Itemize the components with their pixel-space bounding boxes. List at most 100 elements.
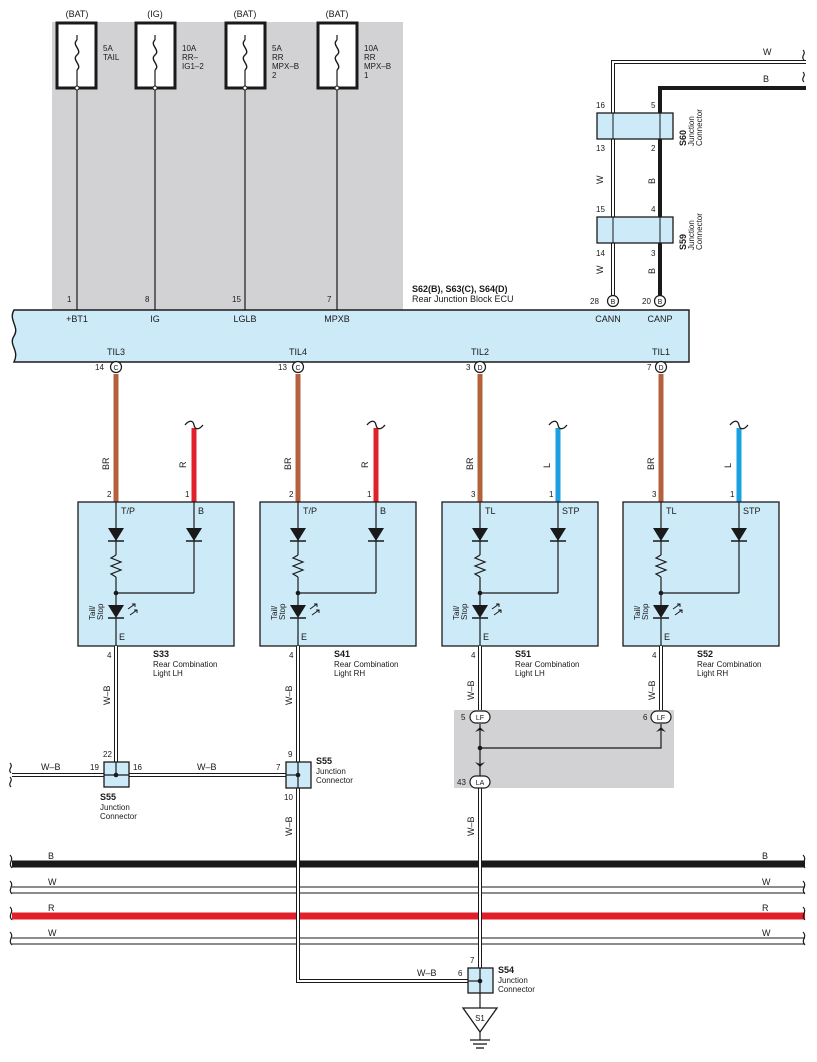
pin-number: 10 bbox=[284, 793, 293, 802]
component-code: S52 bbox=[697, 649, 713, 659]
terminal-label: B bbox=[198, 506, 204, 516]
rear-combination-light-s51: BR L 3 1 TL STP Tail/ Stop E 4 S51 Rear … bbox=[441, 420, 599, 678]
fuse-name-line: MPX–B bbox=[272, 62, 299, 71]
pin-number: 43 bbox=[457, 778, 466, 787]
pin-number: 5 bbox=[461, 713, 466, 722]
connector-label: Junction bbox=[687, 220, 696, 250]
rear-junction-block-ecu: S62(B), S63(C), S64(D) Rear Junction Blo… bbox=[11, 284, 690, 363]
wire-color-label: B bbox=[763, 74, 769, 84]
fuse-rating: 10A bbox=[182, 44, 197, 53]
led-icon bbox=[472, 605, 488, 618]
terminal-label: CANN bbox=[595, 314, 621, 324]
fuse-icon bbox=[74, 39, 80, 71]
connector-code: S60 bbox=[678, 130, 688, 146]
junction-connector-s60 bbox=[596, 112, 674, 140]
wire-break-icon bbox=[366, 420, 386, 430]
pin-number: 2 bbox=[651, 144, 656, 153]
pin-number: 4 bbox=[289, 651, 294, 660]
pin-number: 1 bbox=[185, 490, 190, 499]
connector-label: Connector bbox=[695, 213, 704, 250]
connector-code: S55 bbox=[100, 792, 116, 802]
wire-color-label: BR bbox=[465, 457, 475, 470]
terminal-label: LGLB bbox=[233, 314, 256, 324]
ground-label: S1 bbox=[475, 1014, 485, 1023]
wire-break-icon bbox=[548, 420, 568, 430]
wb-labels: W–B W–B W–B W–B W–B W–B W–B W–B W–B bbox=[41, 680, 657, 978]
ground-wire-crossing bbox=[296, 850, 482, 955]
lamp-label: Stop bbox=[278, 603, 287, 620]
connector-label: Connector bbox=[498, 985, 535, 994]
component-code: S33 bbox=[153, 649, 169, 659]
wire-color-label: BR bbox=[646, 457, 656, 470]
pin-number: 9 bbox=[288, 750, 293, 759]
terminal-label: TIL1 bbox=[652, 347, 670, 357]
fuse-source-label: (BAT) bbox=[66, 9, 89, 19]
pin-number: 28 bbox=[590, 297, 599, 306]
rear-combination-light-s33: BR R 2 1 T/P B Tail/ Stop E 4 S33 Rear C… bbox=[77, 420, 235, 678]
wire-color-label: R bbox=[762, 903, 769, 913]
junction-connector-s59 bbox=[596, 216, 674, 244]
ecu-name: Rear Junction Block ECU bbox=[412, 294, 514, 304]
wire-color-label: W–B bbox=[466, 816, 476, 836]
wire-color-label: W–B bbox=[647, 680, 657, 700]
ecu-can-pins: B 28 B 20 bbox=[590, 294, 667, 308]
connector-code: S59 bbox=[678, 234, 688, 250]
led-icon bbox=[290, 605, 306, 618]
wire-color-label: W–B bbox=[197, 762, 217, 772]
pin-number: 3 bbox=[652, 490, 657, 499]
pin-number: 3 bbox=[466, 363, 471, 372]
wire-break-icon bbox=[9, 762, 12, 788]
component-label: Rear Combination bbox=[697, 660, 761, 669]
rear-combination-light-s41: BR R 2 1 T/P B Tail/ Stop E 4 S41 Rear C… bbox=[259, 420, 417, 678]
pin-number: 3 bbox=[471, 490, 476, 499]
connector-label: Connector bbox=[695, 109, 704, 146]
connector-letter: B bbox=[658, 299, 663, 306]
connector-label: Connector bbox=[100, 812, 137, 821]
connector-letter: D bbox=[658, 365, 663, 372]
fuse-source-label: (IG) bbox=[147, 9, 163, 19]
connector-letter: C bbox=[113, 365, 118, 372]
pin-number: 2 bbox=[107, 490, 112, 499]
terminal-label: TL bbox=[485, 506, 496, 516]
terminal-label: B bbox=[380, 506, 386, 516]
pin-number: 7 bbox=[327, 295, 332, 304]
connector-letter: C bbox=[295, 365, 300, 372]
pin-number: 3 bbox=[651, 249, 656, 258]
connector-label: Junction bbox=[687, 116, 696, 146]
wire-color-label: W–B bbox=[102, 685, 112, 705]
lamp-label: Tail/ bbox=[633, 605, 642, 620]
fuse-rr-mpx-b2: (BAT) 5A RR MPX–B 2 15 bbox=[224, 9, 299, 312]
component-label: Light LH bbox=[515, 669, 545, 678]
wire-color-label: W bbox=[48, 877, 57, 887]
pin-number: 5 bbox=[651, 101, 656, 110]
pin-number: 16 bbox=[133, 763, 142, 772]
terminal-label: E bbox=[301, 632, 307, 642]
connector-letter: LA bbox=[476, 780, 485, 787]
wire-break-icon bbox=[184, 420, 204, 430]
wire-color-label: W–B bbox=[417, 968, 437, 978]
pin-number: 7 bbox=[647, 363, 652, 372]
connector-letter: LF bbox=[476, 715, 484, 722]
ground-wiring bbox=[9, 646, 663, 983]
component-label: Rear Combination bbox=[334, 660, 398, 669]
wire-color-label: W bbox=[763, 47, 772, 57]
fuse-rating: 5A bbox=[272, 44, 282, 53]
wire-color-label: W–B bbox=[284, 816, 294, 836]
wire-color-label: W–B bbox=[466, 680, 476, 700]
fuse-source-label: (BAT) bbox=[234, 9, 257, 19]
terminal-label: CANP bbox=[647, 314, 672, 324]
lamp-label: Stop bbox=[96, 603, 105, 620]
can-wiring: W B 16 5 13 2 S60 Junction Connector 15 … bbox=[595, 47, 806, 296]
lf-splice: LF 5 LF 6 LA 43 bbox=[457, 710, 672, 789]
pin-number: 2 bbox=[289, 490, 294, 499]
pin-number: 14 bbox=[596, 249, 605, 258]
bus-wires: B B W W R R W W bbox=[9, 851, 806, 946]
pin-number: 6 bbox=[458, 969, 463, 978]
component-label: Rear Combination bbox=[153, 660, 217, 669]
pin-number: 13 bbox=[278, 363, 287, 372]
lamp-label: Tail/ bbox=[452, 605, 461, 620]
wire-color-label: W bbox=[595, 175, 605, 184]
pin-number: 7 bbox=[276, 763, 281, 772]
connector-letter: D bbox=[477, 365, 482, 372]
wire-color-label: R bbox=[178, 461, 188, 468]
